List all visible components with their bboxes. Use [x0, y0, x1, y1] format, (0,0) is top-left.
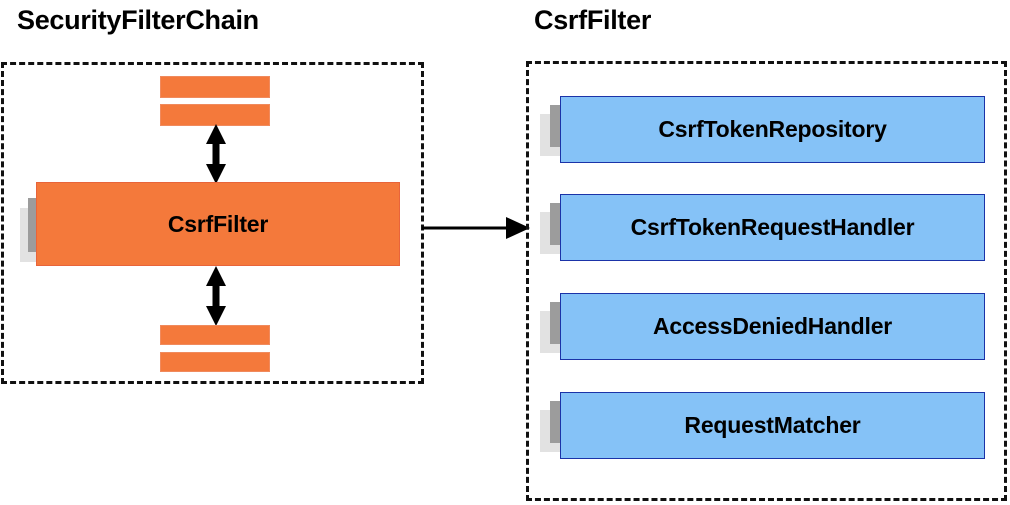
component-request-matcher[interactable]: RequestMatcher — [540, 392, 1000, 484]
double-arrow-below — [206, 266, 226, 326]
filter-bar-above-2 — [160, 104, 270, 126]
component-csrf-filter-label: CsrfFilter — [167, 210, 269, 237]
panel-title-csrf-filter: CsrfFilter — [534, 5, 652, 35]
component-csrf-token-repository-label: CsrfTokenRepository — [658, 116, 887, 142]
component-csrf-token-repository[interactable]: CsrfTokenRepository — [540, 96, 1000, 188]
panel-csrf-filter-detail — [526, 61, 1007, 501]
component-csrf-filter[interactable]: CsrfFilter — [20, 182, 416, 288]
filter-bar-below-2 — [160, 352, 270, 372]
component-request-matcher-label: RequestMatcher — [684, 412, 861, 438]
double-arrow-above — [206, 124, 226, 184]
panel-security-filter-chain — [1, 62, 424, 384]
filter-bar-above-1 — [160, 76, 270, 98]
component-request-matcher-body[interactable]: RequestMatcher — [560, 392, 985, 459]
component-csrf-filter-body[interactable]: CsrfFilter — [36, 182, 400, 266]
component-csrf-token-request-handler[interactable]: CsrfTokenRequestHandler — [540, 194, 1000, 286]
component-access-denied-handler-label: AccessDeniedHandler — [652, 313, 893, 339]
component-csrf-token-repository-body[interactable]: CsrfTokenRepository — [560, 96, 985, 163]
component-access-denied-handler-body[interactable]: AccessDeniedHandler — [560, 293, 985, 360]
arrow-chain-to-detail — [422, 217, 530, 239]
component-access-denied-handler[interactable]: AccessDeniedHandler — [540, 293, 1000, 385]
component-csrf-token-request-handler-body[interactable]: CsrfTokenRequestHandler — [560, 194, 985, 261]
filter-bar-below-1 — [160, 325, 270, 345]
panel-title-security-filter-chain: SecurityFilterChain — [17, 5, 259, 35]
component-csrf-token-request-handler-label: CsrfTokenRequestHandler — [630, 214, 915, 240]
